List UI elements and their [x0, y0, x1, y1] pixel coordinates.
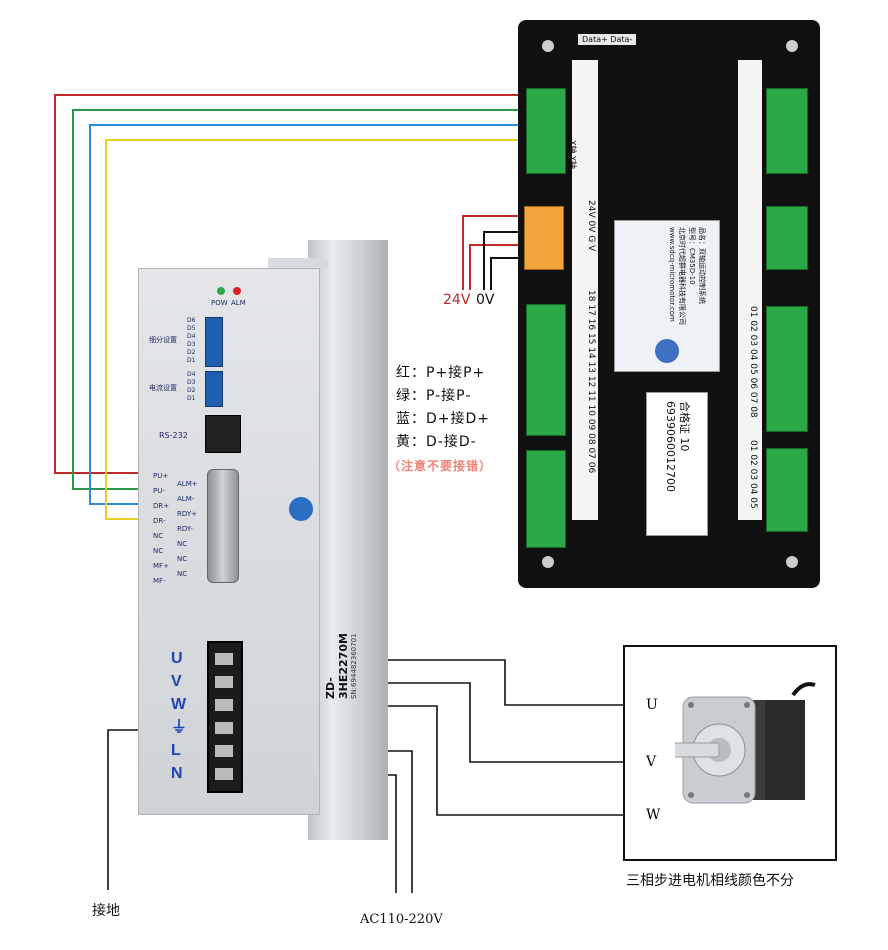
output-pin-labels-right: 01 02 03 04 05 06 07 08 — [748, 306, 758, 418]
company-website: www.sdcq-micromotor.com — [668, 227, 676, 322]
power-terminal-block[interactable] — [207, 641, 243, 793]
microstep-label: 细分设置 — [149, 336, 177, 344]
rs232-label: RS-232 — [159, 431, 188, 440]
xy-axis-terminal[interactable] — [526, 88, 566, 174]
pow-led-icon — [217, 287, 225, 295]
wire-green-p-minus — [72, 109, 528, 490]
motor-phase-u: U — [646, 697, 658, 713]
brand-badge-icon — [289, 497, 313, 521]
screw-icon — [786, 40, 798, 52]
motion-controller: Data+ Data- X轴 Y轴 24V 0V G V 18 17 16 15… — [518, 20, 820, 588]
alm-label: ALM — [231, 299, 246, 307]
left-axis-labels: X轴 Y轴 — [568, 140, 577, 169]
input-terminal-left-2[interactable] — [526, 450, 566, 548]
power-terminal-labels: U V W ⏚ L N — [171, 650, 188, 782]
barcode-number: 6939060012700 — [664, 401, 677, 492]
driver-heatsink-top — [268, 258, 328, 270]
output-terminal-right[interactable] — [766, 306, 808, 432]
screw-icon — [542, 40, 554, 52]
driver-heatsink — [308, 240, 388, 840]
input-pin-labels-left: 18 17 16 15 14 13 12 11 10 09 08 07 06 — [586, 290, 596, 474]
alm-led-icon — [233, 287, 241, 295]
wire-0v — [483, 231, 524, 290]
ground-label: 接地 — [92, 903, 120, 919]
stepper-motor-icon — [675, 682, 816, 804]
wire-24v-b — [469, 244, 524, 290]
microstep-dip-switch[interactable] — [205, 317, 223, 367]
legend-yellow: 黄：D-接D- — [396, 434, 477, 450]
product-name: 品名：双轴运动控制系统 — [698, 227, 706, 304]
company-name: 北京时代超群电器科技有限公司 — [678, 227, 686, 325]
data-port-label: Data+ Data- — [578, 34, 637, 45]
pow-label: POW — [211, 299, 228, 307]
product-model: 型号：CM35D-10 — [688, 227, 696, 285]
legend-blue: 蓝：D+接D+ — [396, 411, 491, 427]
label-0v: 0V — [476, 292, 495, 308]
rs232-port[interactable] — [205, 415, 241, 453]
certificate-label: 合格证 10 6939060012700 — [646, 392, 708, 536]
nameplate: 品名：双轴运动控制系统 型号：CM35D-10 北京时代超群电器科技有限公司 w… — [614, 220, 720, 372]
ac-input-label: AC110-220V — [360, 912, 443, 927]
motor-caption: 三相步进电机相线颜色不分 — [626, 873, 794, 889]
wire-red-p-plus — [54, 94, 528, 474]
wire-blue-d-plus — [89, 124, 528, 505]
label-24v: 24V — [443, 292, 471, 308]
wiring-warning: （注意不要接错） — [388, 459, 493, 473]
db15-connector[interactable] — [207, 469, 239, 583]
zc-axis-terminal[interactable] — [766, 88, 808, 174]
wire-0v-b — [490, 257, 524, 290]
motor-phase-w: W — [646, 807, 661, 823]
wire-yellow-d-minus — [105, 139, 528, 520]
screw-icon — [542, 556, 554, 568]
right-label-strip — [738, 60, 762, 520]
current-label: 电流设置 — [149, 384, 177, 392]
input-terminal-left-1[interactable] — [526, 304, 566, 436]
power-terminal[interactable] — [524, 206, 564, 270]
input-terminal-right[interactable] — [766, 448, 808, 532]
brand-logo-icon — [655, 339, 679, 363]
power-pin-labels: 24V 0V G V — [586, 200, 596, 252]
screw-icon — [786, 556, 798, 568]
left-label-strip — [572, 60, 598, 520]
legend-red: 红：P+接P+ — [396, 365, 486, 381]
model-label: ZD-3HE2270M SN:694482360701 — [324, 633, 358, 699]
wire-24v — [462, 215, 524, 290]
c-axis-terminal[interactable] — [766, 206, 808, 270]
input-pin-labels-right: 01 02 03 04 05 — [748, 440, 758, 509]
wiring-legend: 红：P+接P+ 绿：P-接P- 蓝：D+接D+ 黄：D-接D- — [396, 362, 490, 454]
motor-phase-v: V — [646, 754, 657, 770]
legend-green: 绿：P-接P- — [396, 388, 472, 404]
current-dip-switch[interactable] — [205, 371, 223, 407]
cert-text: 合格证 10 — [678, 401, 691, 452]
